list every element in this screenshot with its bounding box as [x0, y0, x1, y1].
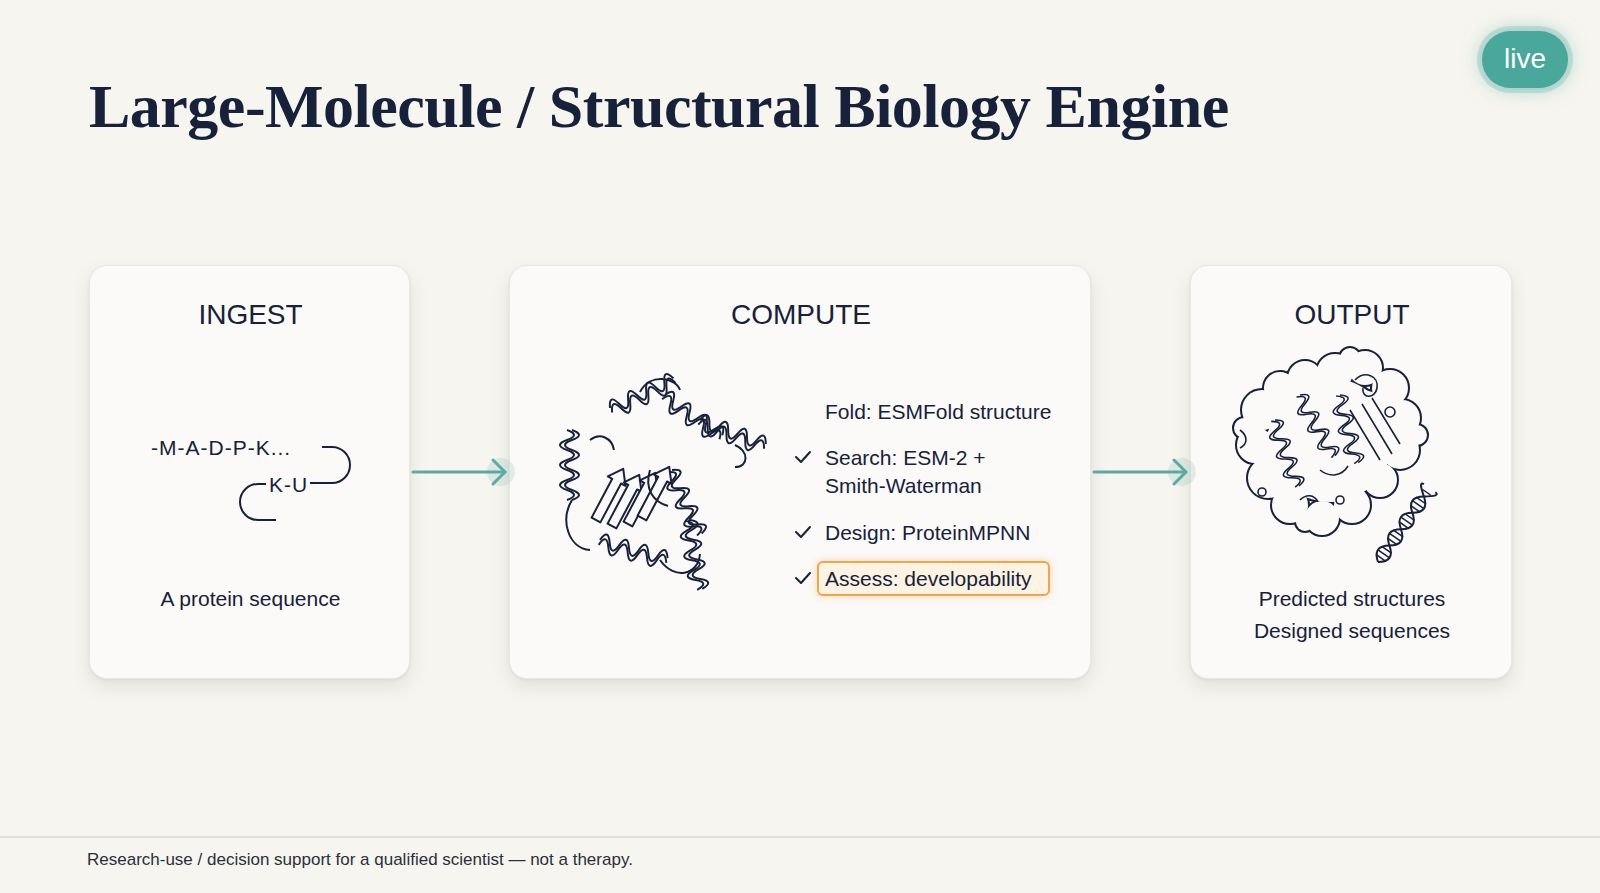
sequence-text: K-U	[269, 472, 339, 498]
dna-helix	[1370, 483, 1437, 567]
arrow-line	[413, 471, 505, 474]
arrow-glow	[1168, 458, 1196, 486]
chain-bend	[310, 447, 350, 483]
status-pill: live	[1482, 31, 1568, 88]
caption: Research-use / decision support for a qu…	[87, 849, 633, 871]
sequence-text: -M-A-D-P-K...	[151, 435, 351, 461]
status-label: live	[1482, 31, 1568, 86]
arrow-line	[1094, 471, 1186, 474]
stage-description: A protein sequence	[90, 586, 411, 612]
step-text: Design: ProteinMPNN	[825, 519, 1085, 547]
stage-heading: COMPUTE	[510, 298, 1092, 332]
arrow-head	[493, 460, 505, 484]
stage-description: Designed sequences	[1191, 618, 1513, 644]
flow-arrow	[1094, 458, 1196, 486]
check-mark	[796, 527, 810, 537]
step-text: Search: ESM-2 + Smith-Waterman	[825, 444, 1030, 500]
arrow-glow	[487, 458, 515, 486]
stage-card: INGEST -M-A-D-P-K... K-U A protein sequence	[89, 265, 410, 679]
step-text: Fold: ESMFold structure	[825, 398, 1085, 426]
highlight-step: Assess: developability	[817, 561, 1050, 596]
check-mark	[796, 573, 810, 583]
flow-arrow	[413, 458, 515, 486]
stage-heading: OUTPUT	[1191, 298, 1513, 332]
protein-surface	[1234, 348, 1427, 535]
check-mark	[796, 452, 810, 462]
arrow-head	[1174, 460, 1186, 484]
step-text: Assess: developability	[825, 563, 1050, 594]
protein-ribbon	[560, 372, 768, 591]
chain-bend	[240, 484, 276, 520]
stage-heading: INGEST	[90, 298, 411, 332]
stage-description: Predicted structures	[1191, 586, 1513, 612]
stage-card: COMPUTE Fold: ESMFold structureSearch: ES…	[509, 265, 1091, 679]
check-marks	[796, 452, 810, 583]
footer-rule	[0, 836, 1600, 838]
stage-card: OUTPUT Predicted structuresDesigned seque…	[1190, 265, 1512, 679]
diagram-title: Large-Molecule / Structural Biology Engi…	[89, 70, 1229, 142]
